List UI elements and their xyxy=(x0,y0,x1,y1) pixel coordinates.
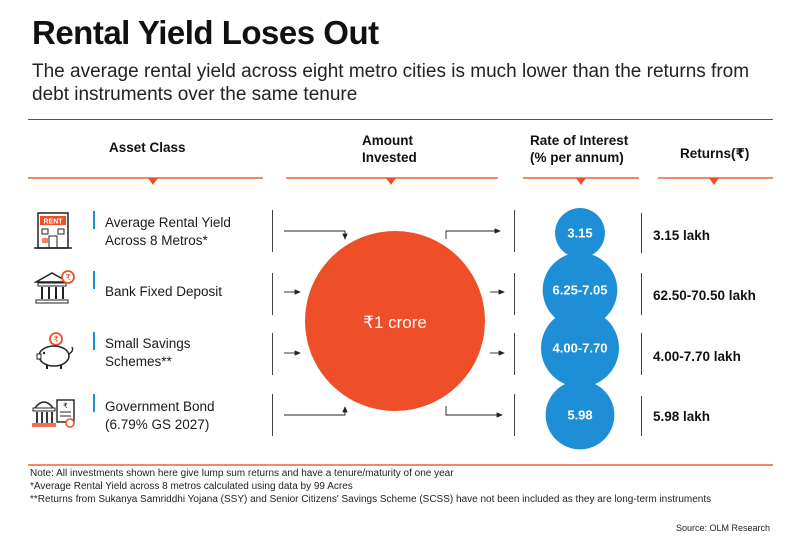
returns-value-rental: 3.15 lakh xyxy=(653,228,711,243)
separator-right-1 xyxy=(641,213,642,253)
arrow-in-rental xyxy=(284,230,348,240)
header-returns: Returns(₹) xyxy=(680,146,750,161)
government-bond-icon: ₹ xyxy=(32,399,75,428)
amount-invested-circle-group: ₹1 crore xyxy=(305,231,485,411)
separator-mid-2 xyxy=(514,273,515,315)
header-amount-line1: Amount xyxy=(362,133,413,148)
row-label-govt-bond: Government Bond (6.79% GS 2027) xyxy=(105,398,215,434)
arrow-out-rental xyxy=(445,228,501,239)
footnote-note: Note: All investments shown here give lu… xyxy=(30,468,454,479)
rate-bubble-label: 4.00-7.70 xyxy=(553,341,608,356)
arrow-out-govt-bond xyxy=(445,406,503,418)
header-underline-amount xyxy=(286,177,498,179)
header-rate-of-interest: Rate of Interest (% per annum) xyxy=(530,132,628,166)
page-title: Rental Yield Loses Out xyxy=(32,14,379,51)
svg-text:₹: ₹ xyxy=(63,402,68,410)
separator-mid-4 xyxy=(514,394,515,436)
rent-building-icon: RENT xyxy=(34,212,72,249)
row-label-line2: Across 8 Metros* xyxy=(105,233,208,248)
rate-bubble xyxy=(545,380,615,450)
rate-bubble-label: 6.25-7.05 xyxy=(553,283,608,298)
row-marker-3 xyxy=(93,332,95,350)
separator-left-4 xyxy=(272,394,273,436)
svg-text:₹: ₹ xyxy=(65,273,70,282)
separator-left-1 xyxy=(272,210,273,252)
rent-sign-text: RENT xyxy=(43,219,63,226)
row-label-line1: Small Savings xyxy=(105,336,191,351)
header-amount-invested: Amount Invested xyxy=(362,132,417,166)
rate-bubble xyxy=(542,252,618,328)
separator-right-2 xyxy=(641,273,642,315)
rate-bubble xyxy=(541,309,619,387)
header-rate-line2: (% per annum) xyxy=(530,150,624,165)
row-marker-4 xyxy=(93,394,95,412)
footnote-small-savings: **Returns from Sukanya Samriddhi Yojana … xyxy=(30,494,712,505)
page-subtitle: The average rental yield across eight me… xyxy=(32,61,750,105)
returns-value-govt-bond: 5.98 lakh xyxy=(653,409,711,424)
amount-invested-label: ₹1 crore xyxy=(363,313,427,332)
rate-bubbles: 3.15 6.25-7.05 4.00-7.70 5.98 xyxy=(541,208,619,450)
header-amount-line2: Invested xyxy=(362,150,417,165)
header-underline-returns xyxy=(658,177,773,179)
separator-mid-3 xyxy=(514,333,515,375)
header-asset-class: Asset Class xyxy=(109,140,186,155)
header-underline-rate xyxy=(523,177,639,179)
separator-left-2 xyxy=(272,273,273,315)
rate-bubble-label: 5.98 xyxy=(567,408,592,423)
bottom-divider xyxy=(28,464,773,466)
row-label-line1: Government Bond xyxy=(105,399,215,414)
source-credit: Source: OLM Research xyxy=(675,523,770,533)
row-label-line1: Average Rental Yield xyxy=(105,215,231,230)
row-label-line1: Bank Fixed Deposit xyxy=(105,284,223,299)
piggy-bank-icon: ₹ xyxy=(36,332,74,369)
header-marker-amount xyxy=(386,178,396,185)
header-marker-returns xyxy=(709,178,719,185)
arrow-in-govt-bond xyxy=(284,406,348,416)
separator-mid-1 xyxy=(514,210,515,252)
returns-value-small-savings: 4.00-7.70 lakh xyxy=(653,349,741,364)
row-label-line2: (6.79% GS 2027) xyxy=(105,417,210,432)
row-marker-1 xyxy=(93,211,95,229)
footnote-rental: *Average Rental Yield across 8 metros ca… xyxy=(30,481,353,492)
svg-text:₹: ₹ xyxy=(53,335,58,344)
header-marker-asset xyxy=(148,178,158,185)
bank-icon: ₹ xyxy=(33,270,75,304)
separator-right-4 xyxy=(641,396,642,436)
rate-bubble xyxy=(555,208,605,258)
returns-value-bank-fd: 62.50-70.50 lakh xyxy=(653,288,756,303)
header-rate-line1: Rate of Interest xyxy=(530,133,629,148)
row-label-line2: Schemes** xyxy=(105,354,172,369)
amount-invested-circle xyxy=(305,231,485,411)
row-label-bank-fd: Bank Fixed Deposit xyxy=(105,283,222,301)
rate-bubble-label: 3.15 xyxy=(567,226,592,241)
row-label-small-savings: Small Savings Schemes** xyxy=(105,335,191,371)
row-label-rental-yield: Average Rental Yield Across 8 Metros* xyxy=(105,214,231,250)
separator-left-3 xyxy=(272,333,273,375)
row-marker-2 xyxy=(93,271,95,289)
flow-arrows xyxy=(284,228,505,418)
header-marker-rate xyxy=(576,178,586,185)
separator-right-3 xyxy=(641,333,642,375)
top-divider xyxy=(28,119,773,120)
header-underline-asset xyxy=(28,177,263,179)
